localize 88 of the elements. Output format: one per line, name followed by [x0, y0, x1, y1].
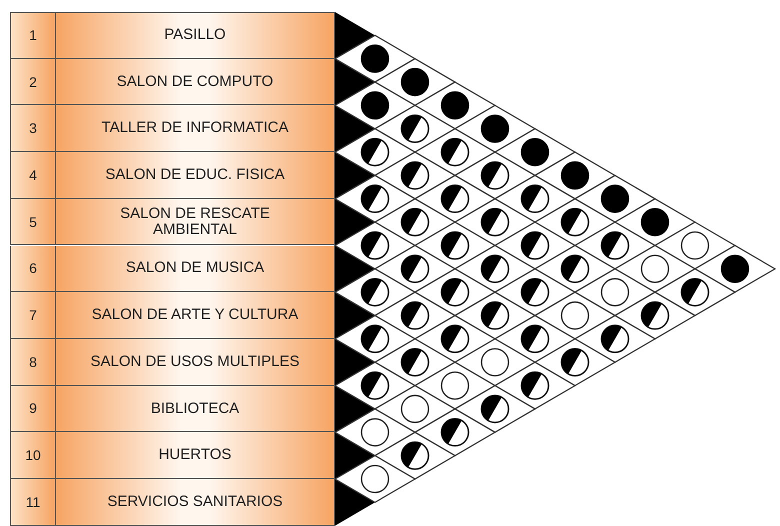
row-label: SALON DE RESCATE AMBIENTAL	[56, 198, 334, 244]
full-circle-symbol	[440, 91, 470, 120]
half-circle-symbol	[440, 184, 470, 214]
half-circle-symbol	[680, 278, 710, 306]
row-label: HUERTOS	[56, 432, 334, 478]
row-number: 6	[11, 246, 56, 292]
row-label: SALON DE USOS MULTIPLES	[56, 338, 334, 385]
full-circle-symbol	[720, 254, 750, 283]
half-circle-symbol	[520, 278, 550, 306]
half-circle-symbol	[360, 231, 390, 260]
half-circle-symbol	[400, 161, 430, 190]
row-number: 4	[11, 152, 56, 198]
empty-circle-symbol	[480, 348, 510, 376]
half-circle-symbol	[520, 231, 550, 260]
table-row	[10, 58, 335, 106]
row-label: BIBLIOTECA	[56, 386, 334, 432]
table-row	[10, 386, 335, 432]
row-number: 2	[11, 58, 56, 104]
empty-circle-symbol	[440, 371, 470, 400]
table-row	[10, 246, 335, 292]
full-circle-symbol	[480, 114, 510, 143]
full-circle-symbol	[360, 44, 390, 73]
half-circle-symbol	[360, 184, 390, 214]
row-label: PASILLO	[56, 13, 334, 58]
table-row	[10, 292, 335, 339]
half-circle-symbol	[440, 231, 470, 260]
full-circle-symbol	[600, 184, 630, 213]
table-row	[10, 432, 335, 479]
row-label: SALON DE MUSICA	[56, 246, 334, 292]
half-circle-symbol	[440, 278, 470, 306]
half-circle-symbol	[600, 324, 630, 354]
row-label: TALLER DE INFORMATICA	[56, 105, 334, 152]
row-label: SALON DE COMPUTO	[56, 58, 334, 104]
empty-circle-symbol	[560, 301, 590, 330]
half-circle-symbol	[440, 324, 470, 354]
empty-circle-symbol	[600, 278, 630, 306]
table-row	[10, 479, 335, 526]
half-circle-symbol	[400, 254, 430, 284]
full-circle-symbol	[360, 91, 390, 120]
empty-circle-symbol	[360, 464, 390, 494]
table-row	[10, 12, 335, 59]
half-circle-symbol	[600, 231, 630, 260]
row-label: SALON DE EDUC. FISICA	[56, 152, 334, 198]
half-circle-symbol	[400, 301, 430, 330]
half-circle-symbol	[480, 161, 510, 190]
row-number: 9	[11, 386, 56, 432]
half-circle-symbol	[360, 278, 390, 306]
row-number: 11	[11, 479, 56, 525]
half-circle-symbol	[480, 394, 510, 424]
half-circle-symbol	[360, 324, 390, 354]
row-label: SALON DE ARTE Y CULTURA	[56, 292, 334, 338]
half-circle-symbol	[520, 324, 550, 354]
empty-circle-symbol	[400, 394, 430, 424]
half-circle-symbol	[440, 138, 470, 166]
half-circle-symbol	[560, 254, 590, 284]
table-row	[10, 105, 335, 152]
row-number: 5	[11, 198, 56, 244]
half-circle-symbol	[440, 418, 470, 447]
half-circle-symbol	[560, 348, 590, 376]
half-circle-symbol	[360, 371, 390, 400]
half-circle-symbol	[400, 348, 430, 376]
row-label: SERVICIOS SANITARIOS	[56, 479, 334, 525]
row-number: 3	[11, 105, 56, 152]
half-circle-symbol	[560, 208, 590, 236]
table-row	[10, 338, 335, 386]
row-number: 7	[11, 292, 56, 338]
empty-circle-symbol	[360, 418, 390, 446]
row-number: 10	[11, 432, 56, 478]
half-circle-symbol	[480, 301, 510, 330]
full-circle-symbol	[400, 68, 430, 96]
row-number: 1	[11, 13, 56, 58]
row-number: 8	[11, 338, 56, 385]
table-row	[10, 198, 335, 246]
half-circle-symbol	[480, 208, 510, 236]
half-circle-symbol	[360, 138, 390, 166]
half-circle-symbol	[400, 114, 430, 143]
half-circle-symbol	[400, 441, 430, 470]
table-row	[10, 152, 335, 199]
full-circle-symbol	[520, 138, 550, 166]
half-circle-symbol	[480, 254, 510, 284]
half-circle-symbol	[640, 301, 670, 330]
full-circle-symbol	[640, 208, 670, 236]
half-circle-symbol	[400, 208, 430, 236]
full-circle-symbol	[560, 161, 590, 190]
half-circle-symbol	[520, 184, 550, 214]
half-circle-symbol	[520, 371, 550, 400]
empty-circle-symbol	[640, 254, 670, 283]
empty-circle-symbol	[680, 231, 710, 260]
